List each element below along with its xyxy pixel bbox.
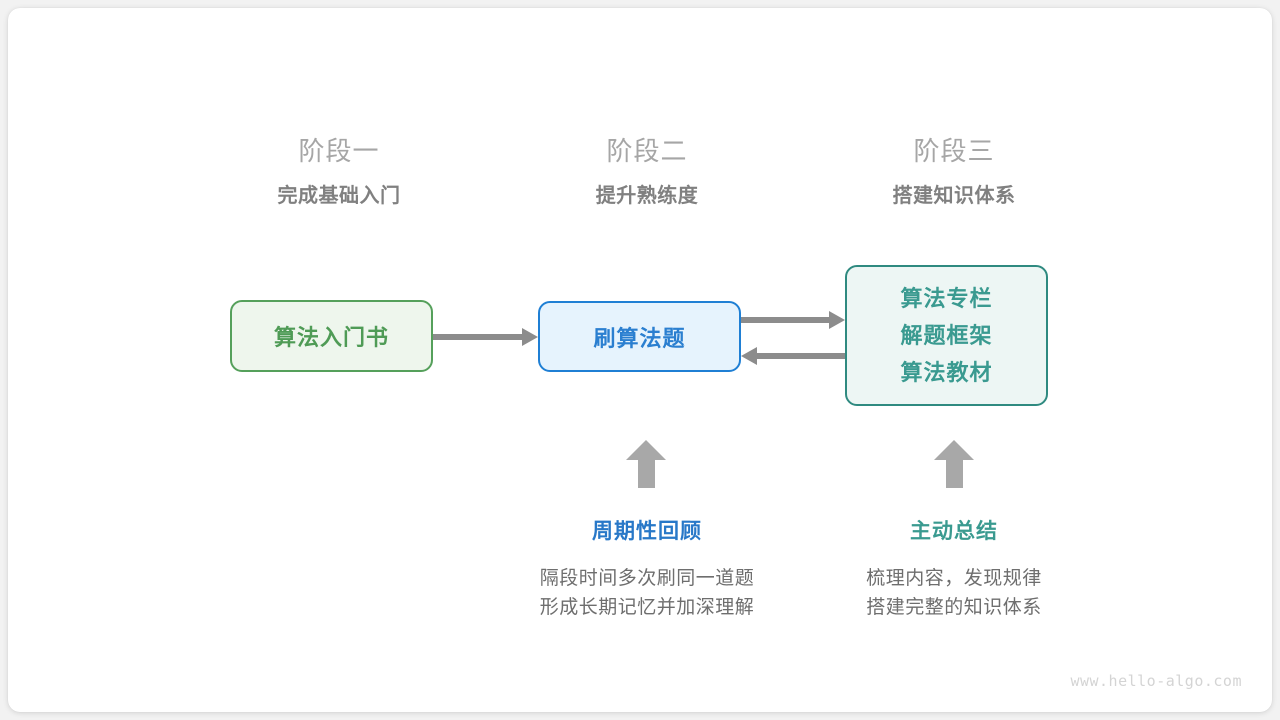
arrow-head-right-icon [522,328,538,346]
up-arrow-stem [946,458,963,488]
node-practice-problems[interactable]: 刷算法题 [538,301,741,372]
stage-number-2: 阶段二 [606,136,688,166]
note-periodic-review-desc-line-1: 隔段时间多次刷同一道题 [539,568,755,589]
note-active-summary-desc: 梳理内容，发现规律 搭建完整的知识体系 [804,564,1104,622]
stage-title-3: 搭建知识体系 [892,185,1016,207]
stage-number-1: 阶段一 [298,136,380,166]
arrow-knowledge-to-practice [741,346,845,366]
stage-header-1: 阶段一 完成基础入门 [199,134,479,210]
arrow-head-left-icon [741,347,757,365]
up-arrow-review-icon [626,440,666,488]
node-practice-problems-line-1: 刷算法题 [593,325,686,351]
node-knowledge-system-line-2: 解题框架 [900,323,993,348]
watermark: www.hello-algo.com [1070,672,1242,690]
stage-title-1: 完成基础入门 [277,185,401,207]
node-intro-book[interactable]: 算法入门书 [230,300,433,372]
arrow-practice-to-knowledge [741,310,845,330]
up-arrow-tip [626,440,666,460]
note-periodic-review: 周期性回顾 隔段时间多次刷同一道题 形成长期记忆并加深理解 [497,518,797,622]
node-knowledge-system-line-3: 算法教材 [900,360,993,385]
stage-title-2: 提升熟练度 [595,185,699,207]
stage-number-3: 阶段三 [913,136,995,166]
up-arrow-stem [638,458,655,488]
note-periodic-review-desc-line-2: 形成长期记忆并加深理解 [539,597,755,618]
stage-header-2: 阶段二 提升熟练度 [507,134,787,210]
note-periodic-review-title: 周期性回顾 [592,520,702,543]
diagram-canvas: 阶段一 完成基础入门 阶段二 提升熟练度 阶段三 搭建知识体系 算法入门书 刷算… [8,8,1272,712]
up-arrow-summary-icon [934,440,974,488]
up-arrow-tip [934,440,974,460]
node-knowledge-system[interactable]: 算法专栏 解题框架 算法教材 [845,265,1048,406]
note-active-summary: 主动总结 梳理内容，发现规律 搭建完整的知识体系 [804,518,1104,622]
note-active-summary-desc-line-1: 梳理内容，发现规律 [866,568,1042,589]
node-knowledge-system-line-1: 算法专栏 [900,286,993,311]
stage-header-3: 阶段三 搭建知识体系 [814,134,1094,210]
arrow-book-to-practice [433,327,538,347]
arrow-head-right-icon [829,311,845,329]
arrow-shaft [757,353,845,359]
node-intro-book-line-1: 算法入门书 [273,325,389,350]
note-periodic-review-desc: 隔段时间多次刷同一道题 形成长期记忆并加深理解 [497,564,797,622]
arrow-shaft [433,334,522,340]
note-active-summary-desc-line-2: 搭建完整的知识体系 [866,597,1042,618]
note-active-summary-title: 主动总结 [910,520,998,543]
arrow-shaft [741,317,829,323]
